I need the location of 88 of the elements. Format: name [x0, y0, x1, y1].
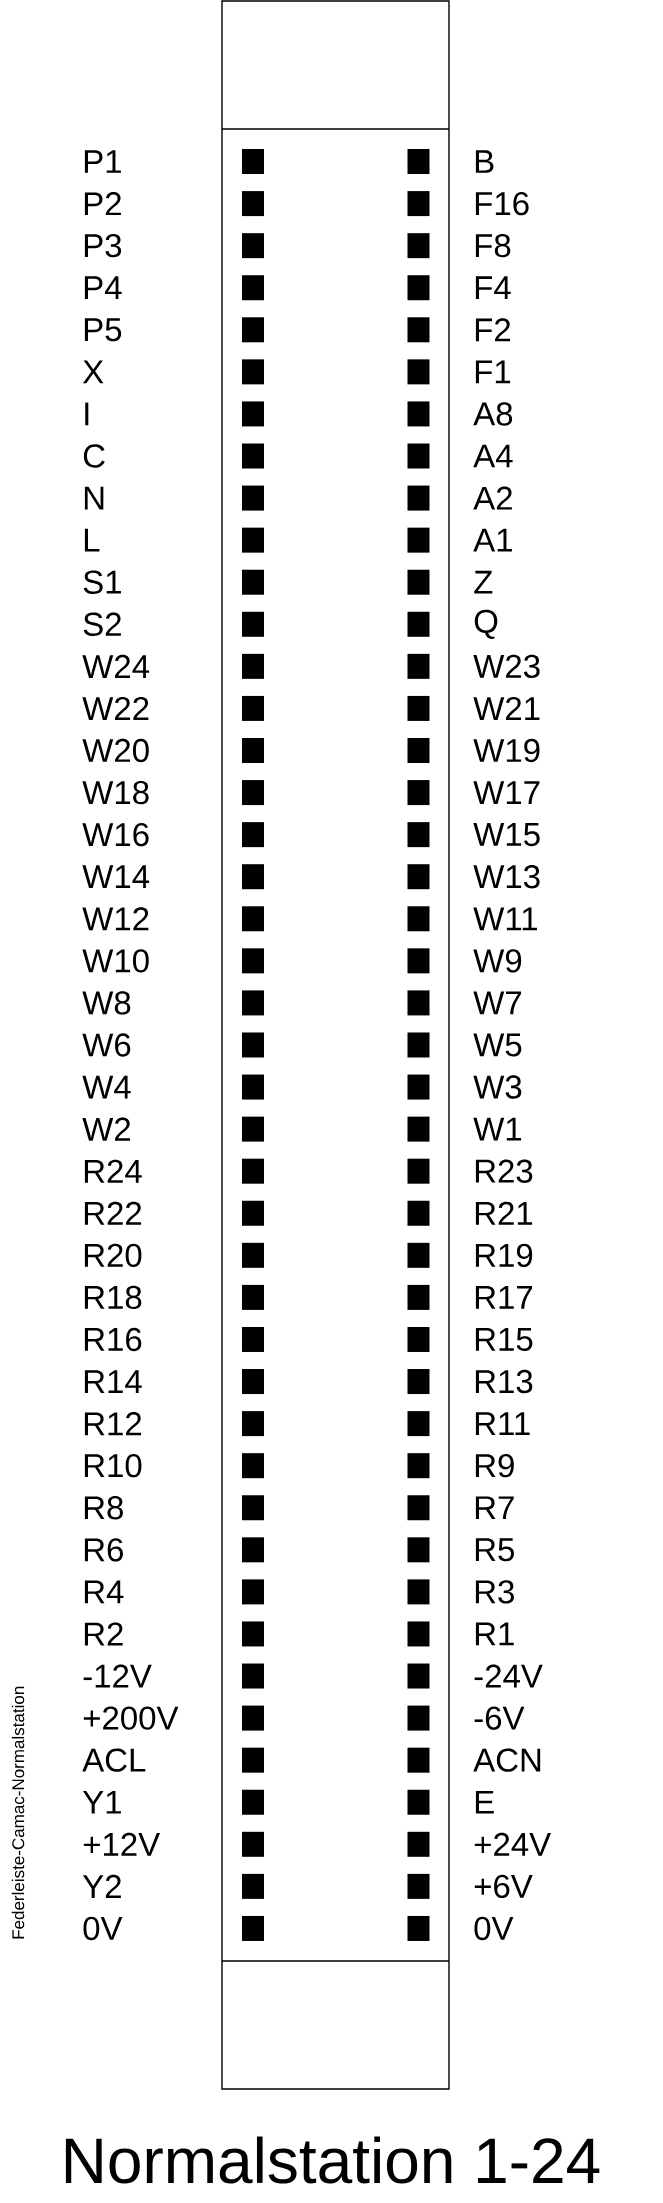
- pin-label: +12V: [83, 1832, 161, 1856]
- pin-label: S1: [83, 570, 121, 594]
- pin-label: Q: [474, 609, 498, 639]
- pin-label: -24V: [474, 1664, 543, 1688]
- pin-label: W19: [473, 738, 540, 763]
- pin-label: R8: [84, 1496, 123, 1520]
- pin-label: W2: [82, 1117, 131, 1141]
- pin-label: 0V: [83, 1916, 123, 1941]
- pin-label: +200V: [83, 1706, 179, 1730]
- pin-label: R9: [475, 1454, 514, 1478]
- pin-label: R16: [84, 1327, 142, 1352]
- pin-label: W21: [473, 696, 540, 720]
- pin-label: R21: [475, 1201, 533, 1225]
- pin-label: Z: [474, 570, 493, 594]
- pin-label: P3: [84, 234, 122, 258]
- pin-label: W20: [82, 738, 149, 763]
- pin-label: E: [475, 1790, 494, 1814]
- pin-label: W3: [473, 1075, 522, 1099]
- pin-label: P5: [84, 318, 122, 342]
- pin-label: W13: [473, 865, 540, 889]
- pin-label: F8: [475, 234, 511, 258]
- pin-label: W14: [82, 865, 150, 889]
- pin-label: Y2: [82, 1874, 121, 1898]
- pin-label: R13: [475, 1369, 533, 1394]
- pin-label: R5: [475, 1538, 514, 1562]
- pin-label: R23: [475, 1159, 533, 1183]
- pin-label: R10: [84, 1454, 142, 1478]
- pin-label: W6: [82, 1033, 131, 1057]
- pin-label: R3: [475, 1580, 514, 1604]
- pin-label: A4: [473, 444, 513, 468]
- title: Normalstation 1-24: [65, 2136, 600, 2184]
- pin-label: X: [82, 360, 104, 384]
- pin-label: S2: [83, 612, 121, 636]
- pin-label: N: [84, 486, 104, 510]
- pin-label: L: [84, 528, 100, 552]
- pin-label: W12: [82, 907, 149, 931]
- pin-label: R19: [475, 1243, 533, 1267]
- pin-label: A2: [473, 486, 512, 510]
- pin-label: R2: [84, 1622, 123, 1646]
- pin-label: W24: [82, 654, 150, 678]
- pin-label: +24V: [474, 1832, 552, 1856]
- pin-label: W5: [473, 1033, 522, 1057]
- pin-label: W7: [473, 991, 522, 1015]
- pin-label: W4: [82, 1075, 131, 1099]
- pin-label: -6V: [474, 1706, 525, 1730]
- pin-label: W10: [82, 949, 149, 973]
- pin-label: R18: [84, 1285, 142, 1310]
- pin-label: F1: [475, 360, 511, 384]
- pin-label: W15: [473, 823, 540, 847]
- pin-label: ACN: [473, 1748, 541, 1772]
- pin-label: R7: [475, 1496, 514, 1520]
- pin-label: R6: [84, 1538, 123, 1562]
- pin-label: W22: [82, 696, 149, 720]
- pin-label: -12V: [83, 1664, 152, 1688]
- pin-label: R22: [84, 1201, 142, 1225]
- pin-label: W9: [473, 949, 522, 973]
- pin-label: R24: [84, 1159, 142, 1183]
- pin-label: R17: [475, 1286, 533, 1309]
- pin-label: W18: [82, 780, 149, 805]
- pin-label: F16: [475, 191, 529, 216]
- pin-label: +6V: [474, 1874, 533, 1899]
- pin-label: I: [85, 402, 89, 426]
- pin-label: R12: [84, 1412, 142, 1436]
- pin-label: B: [475, 150, 494, 173]
- pin-label: R4: [84, 1580, 124, 1604]
- pin-label: A1: [473, 528, 512, 552]
- pin-label: ACL: [82, 1748, 146, 1772]
- side-note: Federleiste-Camac-Normalstation: [11, 1686, 25, 1939]
- pin-label: P2: [84, 192, 121, 216]
- pin-label: W1: [473, 1117, 522, 1141]
- pin-label: F4: [475, 276, 511, 300]
- pin-label: P1: [84, 150, 121, 173]
- pin-label: R15: [475, 1327, 533, 1351]
- pin-label: F2: [475, 318, 511, 342]
- pin-label: W16: [82, 822, 149, 847]
- pin-label: R14: [84, 1370, 142, 1393]
- pin-label: R11: [475, 1412, 530, 1435]
- pin-label: A8: [473, 402, 513, 426]
- pin-label: W8: [82, 991, 131, 1015]
- pin-label: W11: [473, 907, 537, 931]
- pin-label: Y1: [82, 1790, 121, 1814]
- pin-label: R20: [84, 1243, 142, 1267]
- pin-label: 0V: [474, 1916, 514, 1941]
- pin-label: R1: [475, 1622, 514, 1646]
- pin-label: W17: [473, 781, 540, 804]
- pin-label: W23: [473, 654, 540, 679]
- pin-label: P4: [84, 276, 122, 300]
- pin-label: C: [83, 444, 105, 468]
